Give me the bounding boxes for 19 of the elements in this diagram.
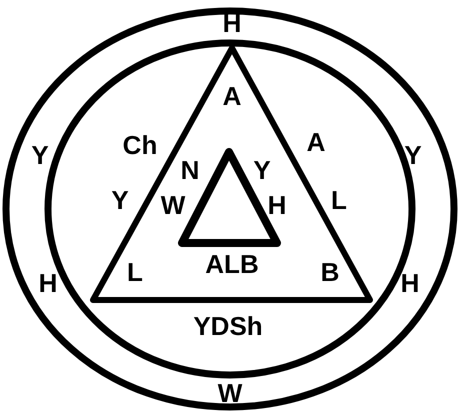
letter-label: Y (253, 157, 271, 183)
letter-label: Y (111, 187, 129, 213)
letter-label: Y (404, 142, 422, 168)
letter-label: W (218, 380, 242, 406)
letter-label: Ch (122, 132, 158, 158)
letter-label: H (222, 10, 242, 36)
letter-label: A (306, 129, 326, 155)
letter-label: L (127, 259, 143, 285)
letter-label: H (400, 270, 420, 296)
letter-label: N (180, 157, 200, 183)
letter-label: B (320, 259, 340, 285)
letter-label: W (160, 192, 186, 218)
letter-label: A (222, 83, 242, 109)
letter-label: Y (31, 142, 49, 168)
letter-label: H (268, 192, 286, 218)
letter-label: YDSh (193, 313, 263, 339)
letter-label: H (38, 270, 58, 296)
letter-label: L (331, 187, 347, 213)
letter-label: ALB (205, 251, 259, 277)
